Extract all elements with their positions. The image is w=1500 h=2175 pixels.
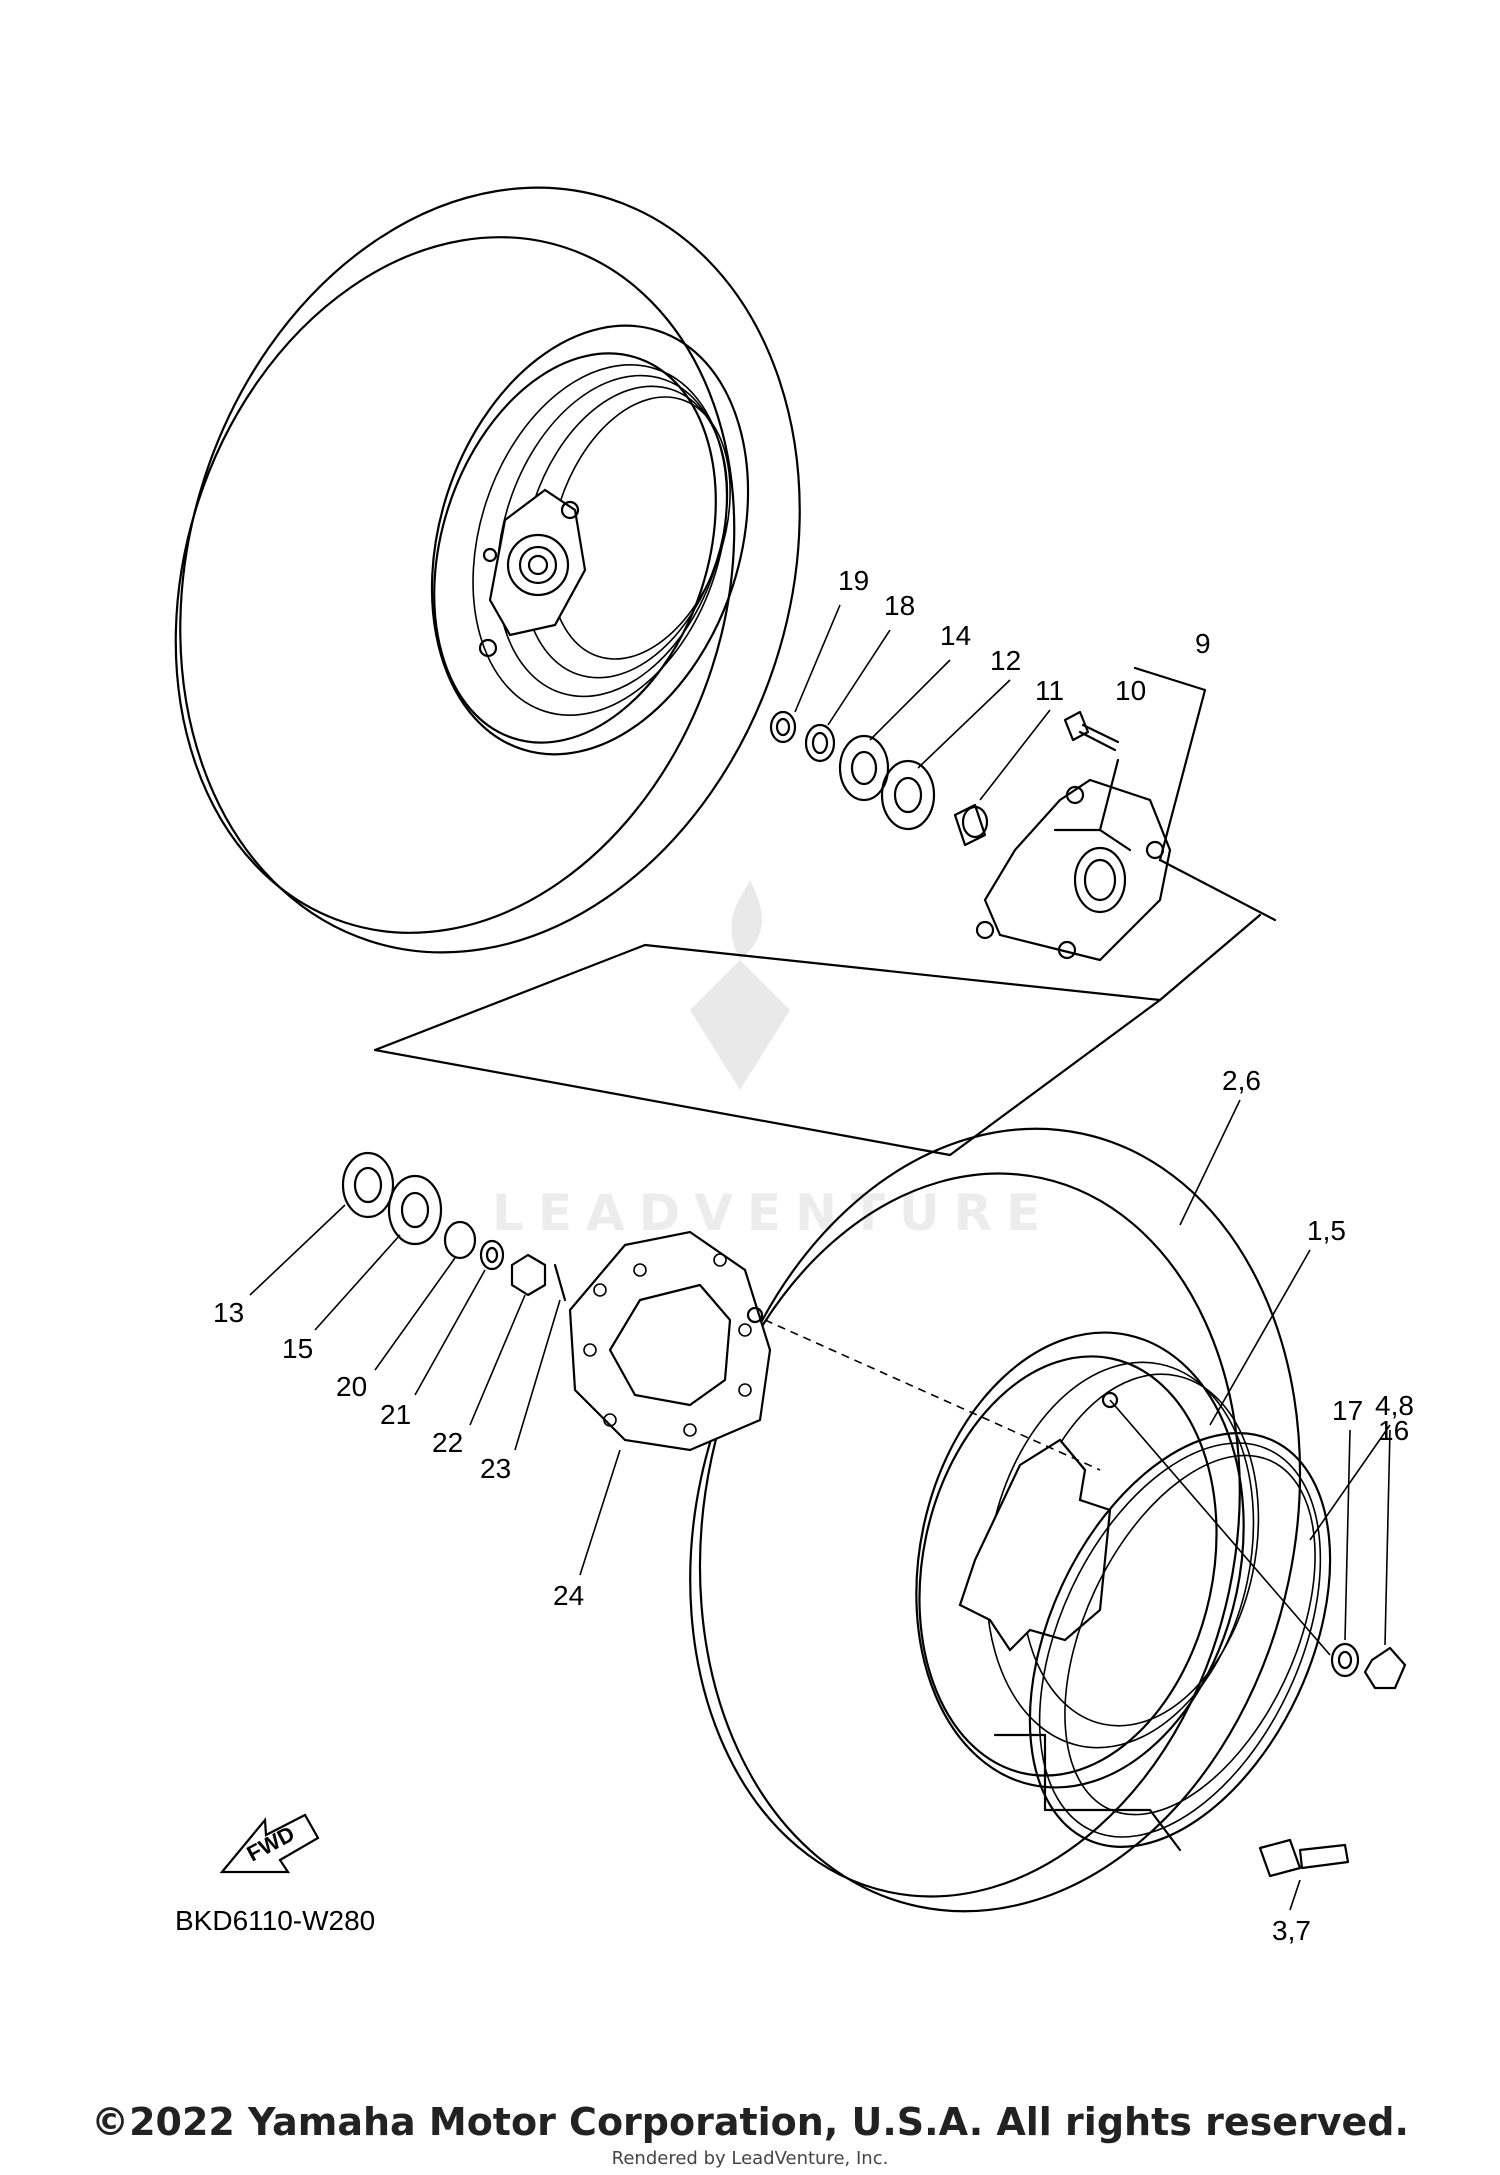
callout-15: 15: [282, 1333, 313, 1364]
lower-wheel: [689, 1127, 1407, 1913]
callout-labels: 19 18 14 12 11 10 9 2,6 1,5 4,8 17 16 13…: [213, 565, 1414, 1946]
callout-4-8: 4,8: [1375, 1390, 1414, 1421]
callout-9: 9: [1195, 628, 1211, 659]
reference-box: [373, 913, 1262, 1157]
callout-24: 24: [553, 1580, 584, 1611]
callout-20: 20: [336, 1371, 367, 1402]
rendered-by-notice: Rendered by LeadVenture, Inc.: [611, 2148, 889, 2169]
callout-2-6: 2,6: [1222, 1065, 1261, 1096]
callout-22: 22: [432, 1427, 463, 1458]
leader-lines: [249, 604, 1391, 1911]
callout-14: 14: [940, 620, 971, 651]
callout-21: 21: [380, 1399, 411, 1430]
upper-wheel: [174, 186, 801, 954]
callout-17: 17: [1332, 1395, 1363, 1426]
callout-23: 23: [480, 1453, 511, 1484]
lower-hub-parts: [341, 1151, 1101, 1471]
callout-3-7: 3,7: [1272, 1915, 1311, 1946]
callout-13: 13: [213, 1297, 244, 1328]
callout-18: 18: [884, 590, 915, 621]
watermark-text: LEADVENTURE: [492, 1184, 1054, 1242]
fwd-arrow-icon: FWD: [219, 1813, 320, 1874]
callout-19: 19: [838, 565, 869, 596]
copyright-notice: ©2022 Yamaha Motor Corporation, U.S.A. A…: [91, 2100, 1409, 2144]
callout-1-5: 1,5: [1307, 1215, 1346, 1246]
callout-11: 11: [1035, 675, 1064, 706]
callout-10: 10: [1115, 675, 1146, 706]
diagram-code: BKD6110-W280: [175, 1905, 375, 1936]
callout-12: 12: [990, 645, 1021, 676]
upper-hub-parts: [769, 666, 1277, 962]
leadventure-watermark: LEADVENTURE: [492, 880, 1054, 1242]
callout-16: 16: [1378, 1415, 1409, 1446]
